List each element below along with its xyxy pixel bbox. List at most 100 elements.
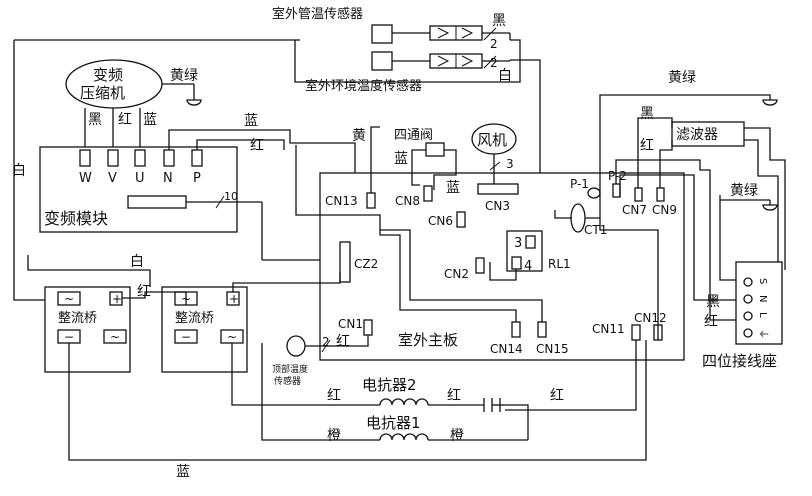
rl1-label: RL1 — [548, 257, 571, 271]
wire-top-frame-2 — [294, 39, 521, 83]
inverter-terminals — [79, 149, 203, 167]
tb-pin-s: S — [757, 278, 768, 284]
pipe-sensor-box — [371, 24, 393, 44]
rect-right-ac2: ~ — [227, 330, 237, 344]
wire-label-red-c: 红 — [118, 112, 132, 128]
cz2-label: CZ2 — [354, 257, 378, 271]
wire-label-blue-valve1: 蓝 — [394, 151, 408, 167]
top-sensor-label-2: 传感器 — [274, 375, 301, 387]
wire-label-black-tb: 黑 — [706, 294, 720, 310]
wire-label-yellow: 黄 — [352, 127, 366, 144]
p1-label: P-1 — [570, 177, 589, 191]
wire-label-red-np: 红 — [250, 138, 264, 154]
wire-label-white-rect: 白 — [130, 254, 144, 270]
wire-left-inner — [27, 255, 151, 287]
wire-label-red-r2: 红 — [447, 388, 461, 404]
wire-label-red-top: 红 — [336, 334, 350, 350]
wire-label-blue-c: 蓝 — [143, 112, 157, 128]
wire-count-2b: 2 — [490, 56, 498, 70]
tb-pin-ground: ⏚ — [757, 329, 769, 339]
rect-right-plus: + — [229, 292, 239, 306]
env-sensor-box — [371, 51, 393, 71]
wire-label-white-left: 白 — [12, 163, 26, 179]
cn7-label: CN7 — [622, 203, 647, 217]
wire-label-red-rect: 红 — [137, 284, 151, 300]
ct1-current-transformer — [570, 203, 586, 233]
ground-icon — [762, 99, 778, 106]
top-sensor-wire-count: 2 — [322, 335, 330, 349]
wire-label-orange-r1: 橙 — [327, 428, 341, 444]
wire-white-left — [13, 40, 45, 301]
ground-icon — [762, 204, 778, 211]
rect-right-minus: − — [181, 330, 191, 344]
cn3-connector — [477, 183, 519, 195]
cn8-label: CN8 — [395, 194, 420, 208]
main-board-label: 室外主板 — [398, 331, 458, 349]
cn11-label: CN11 — [592, 322, 625, 336]
top-temp-sensor — [286, 335, 306, 357]
rect-left-minus: − — [64, 330, 74, 344]
reactor-1-coil — [379, 433, 429, 441]
cn2-label: CN2 — [444, 267, 469, 281]
cn1-label: CN1 — [338, 317, 363, 331]
reactor-connector — [483, 398, 505, 412]
inverter-module-label: 变频模块 — [44, 209, 108, 228]
rectifier-left-pins — [57, 291, 127, 344]
cn15-label: CN15 — [536, 342, 569, 356]
cn3-label: CN3 — [485, 199, 510, 213]
wire-black-label: 黑 — [492, 13, 506, 29]
rectifier-right-pins — [174, 291, 244, 344]
terminal-block-label: 四位接线座 — [702, 352, 777, 370]
reactor1-label: 电抗器1 — [366, 414, 421, 432]
env-sensor-label: 室外环境温度传感器 — [305, 78, 422, 94]
pipe-sensor-label: 室外管温传感器 — [272, 6, 363, 22]
cz2-connector — [339, 241, 351, 283]
relay-pin-3: 3 — [514, 236, 522, 251]
fan-label: 风机 — [477, 131, 507, 149]
ground-label-top-right: 黄绿 — [668, 69, 696, 86]
tb-pin-l: L — [757, 312, 768, 318]
wire-label-red-tb: 红 — [704, 314, 718, 330]
emi-filter — [671, 121, 745, 147]
cn12-label: CN12 — [634, 311, 667, 325]
rectifier-left-label: 整流桥 — [58, 311, 97, 326]
tb-pin-n: N — [757, 295, 768, 302]
filter-label: 滤波器 — [676, 127, 718, 143]
rect-left-ac1: ~ — [64, 292, 74, 306]
terminal-n: N — [163, 171, 173, 186]
inverter-wire-count: 10 — [224, 190, 238, 203]
wire-white-label-top: 白 — [498, 68, 512, 84]
rectifier-right-label: 整流桥 — [175, 311, 214, 326]
four-way-valve-label: 四通阀 — [394, 128, 433, 143]
compressor-line1: 变频 — [93, 66, 123, 84]
terminal-w: W — [79, 171, 92, 186]
wire-label-blue-valve2: 蓝 — [446, 180, 460, 196]
cn13-label: CN13 — [325, 194, 358, 208]
wire-label-orange-r2: 橙 — [450, 428, 464, 444]
cn6-label: CN6 — [428, 214, 453, 228]
wire-count-2a: 2 — [490, 37, 498, 51]
ct1-label: CT1 — [584, 223, 607, 237]
wire-label-red-r3: 红 — [550, 388, 564, 404]
wire-label-blue-bottom: 蓝 — [176, 464, 190, 480]
ground-label-filter: 黄绿 — [730, 182, 758, 199]
inverter-signal-connector — [127, 195, 187, 209]
cn9-label: CN9 — [652, 203, 677, 217]
relay-pin-4: 4 — [524, 259, 532, 274]
wire-label-black-filter: 黑 — [640, 106, 654, 122]
ground-label-compressor: 黄绿 — [170, 67, 198, 84]
top-sensor-label-1: 顶部温度 — [272, 363, 308, 375]
reactor-2-coil — [379, 398, 429, 406]
env-sensor-connector — [429, 53, 483, 69]
terminal-p: P — [193, 171, 201, 186]
ground-icon — [186, 99, 202, 106]
wire-label-red-filter: 红 — [640, 138, 654, 154]
p2-label: P-2 — [608, 169, 627, 183]
four-way-valve — [425, 142, 445, 157]
cn14-label: CN14 — [490, 342, 523, 356]
terminal-block — [735, 261, 783, 345]
outdoor-main-board — [319, 172, 685, 361]
pipe-sensor-connector — [429, 25, 483, 41]
